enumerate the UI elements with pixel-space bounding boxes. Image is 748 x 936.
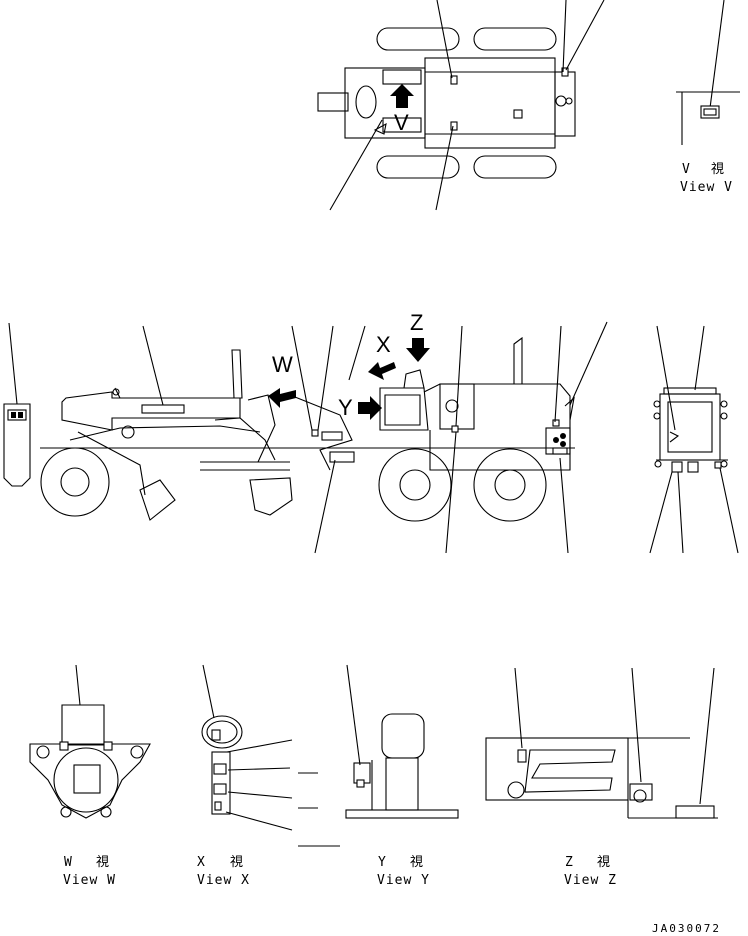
arrow-y-icon [358,396,382,420]
view-w-caption: View W [63,873,116,888]
arrow-x-icon [368,362,396,380]
view-x-letter: X [197,855,206,870]
arrow-w-icon [268,388,296,408]
view-y-detail: Y 視 View Y [345,664,459,888]
view-y-caption: View Y [377,873,430,888]
arrow-label-v: V [394,110,409,135]
view-w-kanji: 視 [96,855,110,870]
drawing-code: JA030072 [652,922,721,935]
view-x-caption: View X [197,873,250,888]
view-z-letter: Z [565,855,574,870]
view-z-caption: View Z [564,873,617,888]
arrow-label-w: W [272,352,293,377]
arrow-label-y: Y [338,395,353,420]
view-v-detail: V 視 View V [676,0,740,195]
arrow-v-icon [390,84,414,108]
top-plan-view: V [317,0,605,211]
view-z-kanji: 視 [597,855,611,870]
rear-view [649,325,739,554]
view-y-letter: Y [378,855,387,870]
view-v-letter: V [682,162,691,177]
arrow-z-icon [406,338,430,362]
view-w-detail: W 視 View W [29,664,151,888]
view-y-kanji: 視 [410,855,424,870]
view-w-letter: W [64,855,73,870]
view-x-kanji: 視 [230,855,244,870]
view-x-detail: X 視 View X [197,664,340,888]
arrow-label-x: X [376,332,391,357]
view-z-detail: Z 視 View Z [485,667,718,888]
view-v-caption: View V [680,180,733,195]
side-view-grader: W X Y Z [3,310,608,554]
view-v-kanji: 視 [711,162,725,177]
arrow-label-z: Z [410,310,423,335]
